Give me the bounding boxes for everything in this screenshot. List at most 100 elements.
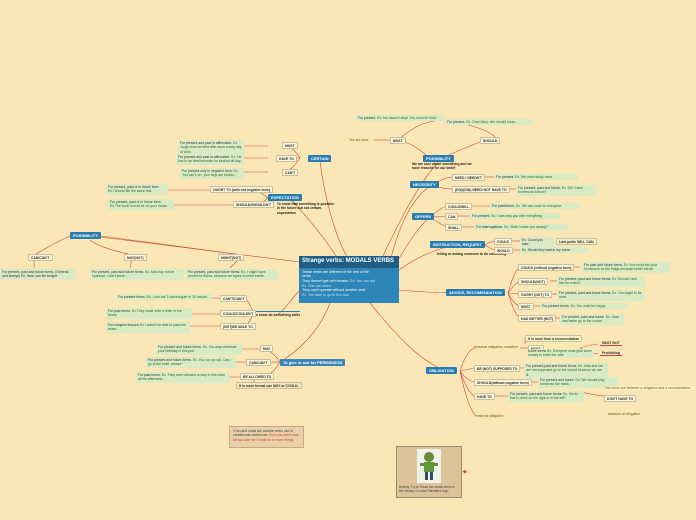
ability-cant-node[interactable]: CAN'T/CAN'T bbox=[220, 295, 248, 303]
certain-must-leaf: For present and past in affirmative. Ex.… bbox=[178, 140, 244, 155]
obligation-have-to-node[interactable]: HAVE TO bbox=[474, 393, 495, 401]
instruction-leaf-2: Ex. Would they wait in my home bbox=[520, 247, 588, 254]
possibility-left-leaf-3: For present, past and future forms. Ex. … bbox=[186, 269, 278, 280]
possibility-right-node[interactable]: POSSIBILITY bbox=[423, 155, 454, 162]
must-not-node[interactable]: MUST NOT bbox=[600, 341, 622, 347]
cant-node[interactable]: CAN'T bbox=[282, 169, 299, 177]
obligation-must-leaf: future forms Ex. Everyone must give some… bbox=[528, 349, 594, 358]
shall-node[interactable]: SHALL bbox=[445, 224, 463, 232]
obligation-should-leaf: For present and future. Ex. We should pl… bbox=[538, 377, 618, 388]
might-not-node[interactable]: MIGHT(NOT) bbox=[218, 254, 245, 262]
obligation-should-node[interactable]: SHOULD(without negative form) bbox=[474, 379, 532, 387]
certain-node[interactable]: CERTAIN bbox=[308, 155, 332, 162]
advice-leaf-2: For present, past and future forms. Ex. … bbox=[557, 276, 645, 287]
be-supposed-node[interactable]: BE (NOT) SUPPOSED TO bbox=[474, 365, 521, 373]
central-line: These verbs are different of the rest of… bbox=[302, 269, 369, 274]
central-node[interactable]: Strange verbs: MODALS VERBS These verbs … bbox=[299, 256, 399, 303]
ability-leaf-2: For past forms. Ex.They could write a le… bbox=[106, 308, 192, 319]
advice-node[interactable]: ADVICE, RECOMENDATION bbox=[446, 289, 505, 296]
offers-node[interactable]: OFFERS bbox=[412, 213, 435, 220]
ability-node[interactable]: To know do something skills bbox=[254, 311, 301, 317]
absence-obligation-label: absence of obligation bbox=[608, 412, 641, 416]
central-line: They doesn't get verb tenses. Ex. You ca… bbox=[302, 279, 376, 284]
advice-ought-node[interactable]: OUGHT (NOT) TO bbox=[518, 291, 553, 299]
instruction-would-node[interactable]: WOULD bbox=[494, 247, 513, 255]
central-line: Ex. We have to go to this bus. bbox=[302, 293, 350, 298]
central-line: They can't operate without another verb. bbox=[302, 288, 367, 293]
you-are-sure-label: You are sure bbox=[349, 138, 369, 142]
necessity-leaf-2: For present, past and future. Ex. Did I … bbox=[516, 185, 596, 196]
advice-must-node[interactable]: MUST bbox=[518, 303, 534, 311]
possibility-must-leaf: For present. Ex.You haven't slept. You m… bbox=[356, 115, 444, 122]
offers-can-node[interactable]: CAN bbox=[445, 213, 459, 221]
be-able-node[interactable]: (NOT)BE ABLE TO bbox=[220, 323, 256, 331]
need-node[interactable]: NEED / NEEDN'T bbox=[452, 174, 485, 182]
polite-note: Lara polite WILL CAN bbox=[556, 238, 597, 246]
ability-leaf-1: For present forms. Ex. I can eat 3 hambu… bbox=[116, 294, 212, 301]
permission-can-node[interactable]: CAN/CAN'T bbox=[246, 359, 271, 367]
necessity-leaf-1: For present. Ex. We need study more. bbox=[494, 174, 578, 181]
obligation-note: It is more than a recomendation bbox=[525, 335, 583, 343]
may-not-node[interactable]: MAY(NOT) bbox=[124, 254, 147, 262]
ought-node[interactable]: OUGHT TO (with not negative form) bbox=[210, 186, 274, 194]
had-better-node[interactable]: HAD BETTER (NOT) bbox=[518, 315, 557, 323]
permission-leaf-2: For present and future forms. Ex. You ca… bbox=[146, 357, 236, 368]
advice-leaf-1: For past and future forms. Ex.You could … bbox=[582, 262, 670, 273]
activity-box[interactable]: Activity: Try to Shout the modal verbs i… bbox=[396, 446, 462, 498]
could-will-node[interactable]: COULD/WILL bbox=[445, 203, 473, 211]
advice-could-node[interactable]: COULD (without negative form) bbox=[518, 264, 575, 272]
permission-may-node[interactable]: MAY bbox=[260, 345, 274, 353]
expectation-ought-leaf: For present, past or in future form. Ex.… bbox=[106, 184, 168, 195]
personal-obligation-label: personal obligation, subjetive. bbox=[474, 345, 519, 349]
possibility-must-node[interactable]: MUST bbox=[390, 137, 406, 145]
permission-leaf-3: For past forms. Ex. They were allowed to… bbox=[136, 372, 230, 383]
instruction-could-node[interactable]: COULD bbox=[494, 238, 513, 246]
dont-have-to-node[interactable]: DON'T HAVE TO bbox=[604, 395, 637, 403]
central-title: Strange verbs: MODALS VERBS bbox=[299, 256, 399, 268]
instruction-desc: telling or asking someone to do somethin… bbox=[437, 252, 507, 256]
necessity-node[interactable]: NECESSITY bbox=[410, 181, 439, 188]
possibility-left-leaf-1: For present, past and future forms. (Gen… bbox=[0, 269, 76, 280]
obligation-between-note: This forms are between a obligation and … bbox=[604, 386, 694, 391]
prohibiting-node[interactable]: Prohibiting bbox=[600, 351, 622, 357]
advice-leaf-5: For present, past and future. Ex. Sara h… bbox=[560, 314, 624, 325]
ability-leaf-3: For complex lessons Ex.I wasn't be able … bbox=[106, 322, 190, 333]
offers-leaf-2: For present. Ex. I can help you with eve… bbox=[470, 213, 560, 220]
expectation-should-leaf: For present, past or in future form. Ex.… bbox=[108, 199, 174, 210]
external-obligation-label: external obligation bbox=[476, 414, 504, 418]
allowed-node[interactable]: BE ALLOWED TO bbox=[240, 373, 275, 381]
character-image[interactable] bbox=[417, 449, 441, 483]
instruction-leaf-1: Ex. Could you take... bbox=[520, 237, 554, 248]
advice-leaf-3: For present, past and future forms. Ex. … bbox=[557, 290, 645, 301]
central-line: verbs. bbox=[302, 274, 312, 279]
link-arrow-icon[interactable]: ◆ bbox=[463, 469, 467, 475]
instruction-node[interactable]: INSTRUCTION, REQUEST bbox=[430, 241, 485, 248]
obligation-supposed-leaf: For present,past and future forms. Ex. A… bbox=[524, 363, 608, 378]
have-to-node[interactable]: HAVE TO bbox=[276, 155, 297, 163]
offers-leaf-3: For interrogatives. Ex. Shall I make you… bbox=[474, 224, 568, 231]
expectation-node[interactable]: EXPECTATION bbox=[268, 194, 302, 201]
advice-should-node[interactable]: SHOULD(NOT) bbox=[518, 278, 548, 286]
permission-node[interactable]: To give or ask for PERMISSION bbox=[280, 359, 346, 366]
should-node[interactable]: SHOULD/SHOULDN'T bbox=[233, 201, 274, 209]
conditionals-note: *Can and could are auxiliar verbs use in… bbox=[229, 426, 304, 448]
certain-have-leaf: For present and past in affirmative. Ex.… bbox=[176, 154, 244, 165]
could-couldnt-node[interactable]: COULD/COULDN'T bbox=[220, 310, 257, 318]
possibility-should-leaf: For present. Ex. Gran Mary, she should k… bbox=[445, 119, 533, 126]
central-line: Ex. She can swim bbox=[302, 283, 331, 288]
obligation-node[interactable]: OBLIGATION bbox=[426, 367, 457, 374]
possibility-right-desc: We are sure about something and we have … bbox=[412, 162, 472, 171]
permission-leaf-1: For present and future forms. Ex. You ma… bbox=[156, 344, 242, 355]
can-cant-node[interactable]: CAN/CAN'T bbox=[28, 254, 53, 262]
do-need-node[interactable]: (DO)/(DID) NEED/ NOT HAVE TO bbox=[452, 186, 510, 194]
expectation-desc: To show that something is possible in th… bbox=[277, 202, 335, 215]
must-node[interactable]: MUST bbox=[282, 142, 298, 150]
offers-leaf-1: For past/future. Ex. We can cook for eve… bbox=[490, 203, 580, 210]
activity-text: Activity: Try to Shout the modal verbs i… bbox=[399, 485, 455, 494]
obligation-have-leaf: For present, past and future forms. Ex. … bbox=[508, 391, 584, 402]
permission-formal-note: It is more formal use MAY or COULD. bbox=[236, 382, 302, 390]
possibility-left-leaf-2: For present, past and future forms. Ex. … bbox=[90, 269, 184, 280]
possibility-left-node[interactable]: POSSIBILITY bbox=[70, 232, 101, 239]
advice-leaf-4: For present forms. Ex. You must be happy… bbox=[540, 303, 628, 310]
possibility-should-node[interactable]: SHOULD bbox=[480, 137, 501, 145]
